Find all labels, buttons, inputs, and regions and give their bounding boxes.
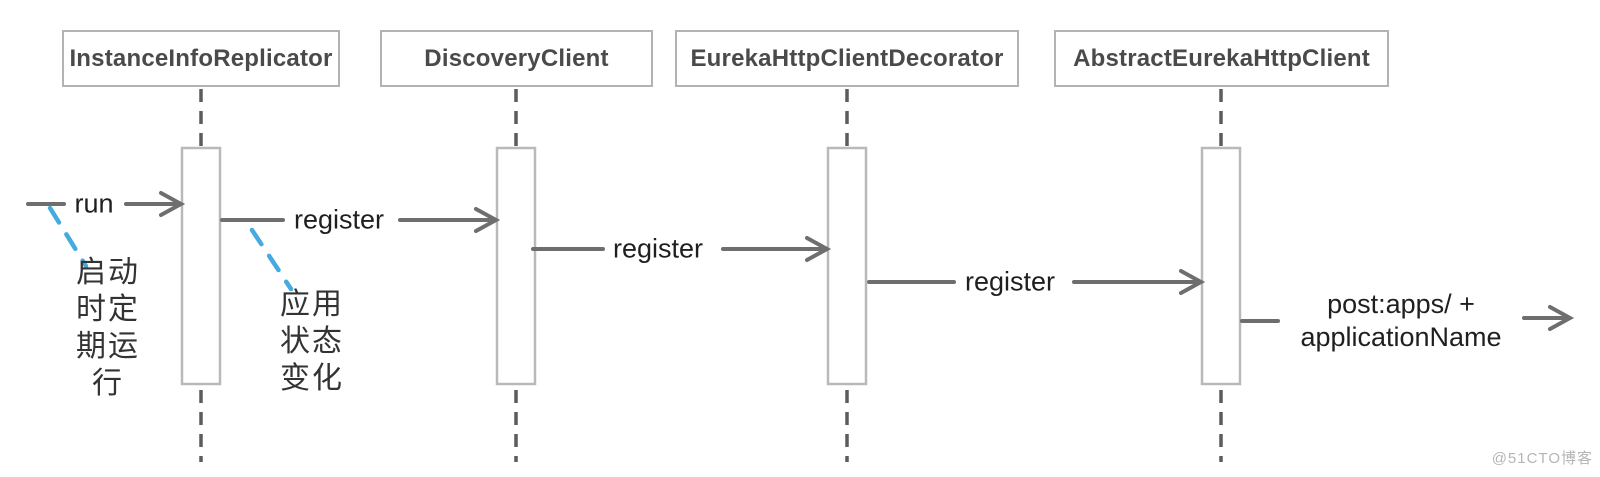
watermark: @51CTO博客 (1491, 450, 1593, 467)
message-arrowhead-4 (1548, 305, 1575, 331)
message-label-2: register (612, 233, 704, 264)
activation-bar-instanceinforeplicator (180, 146, 222, 386)
message-arrowhead-0 (159, 191, 186, 217)
annotation-note-1: 应用 状态 变化 (280, 288, 344, 395)
message-arrowhead-2 (805, 236, 832, 262)
activation-bar-abstracteurekahttpclient (1200, 146, 1242, 386)
message-label-0: run (74, 188, 114, 219)
actor-box-discoveryclient: DiscoveryClient (380, 30, 653, 87)
annotation-connector-0 (47, 205, 89, 269)
message-arrowhead-3 (1179, 269, 1206, 295)
annotation-note-0: 启动 时定 期运 行 (76, 256, 140, 400)
actor-box-abstracteurekahttpclient: AbstractEurekaHttpClient (1054, 30, 1389, 87)
annotation-connector-1 (249, 227, 294, 292)
actor-box-instanceinforeplicator: InstanceInfoReplicator (62, 30, 340, 87)
message-label-1: register (293, 204, 385, 235)
activation-bar-discoveryclient (495, 146, 537, 386)
message-label-4: post:apps/ + applicationName (1300, 289, 1502, 352)
activation-bar-eurekahttpclientdecorator (826, 146, 868, 386)
message-arrowhead-1 (474, 207, 501, 233)
message-label-3: register (964, 266, 1056, 297)
actor-box-eurekahttpclientdecorator: EurekaHttpClientDecorator (675, 30, 1019, 87)
